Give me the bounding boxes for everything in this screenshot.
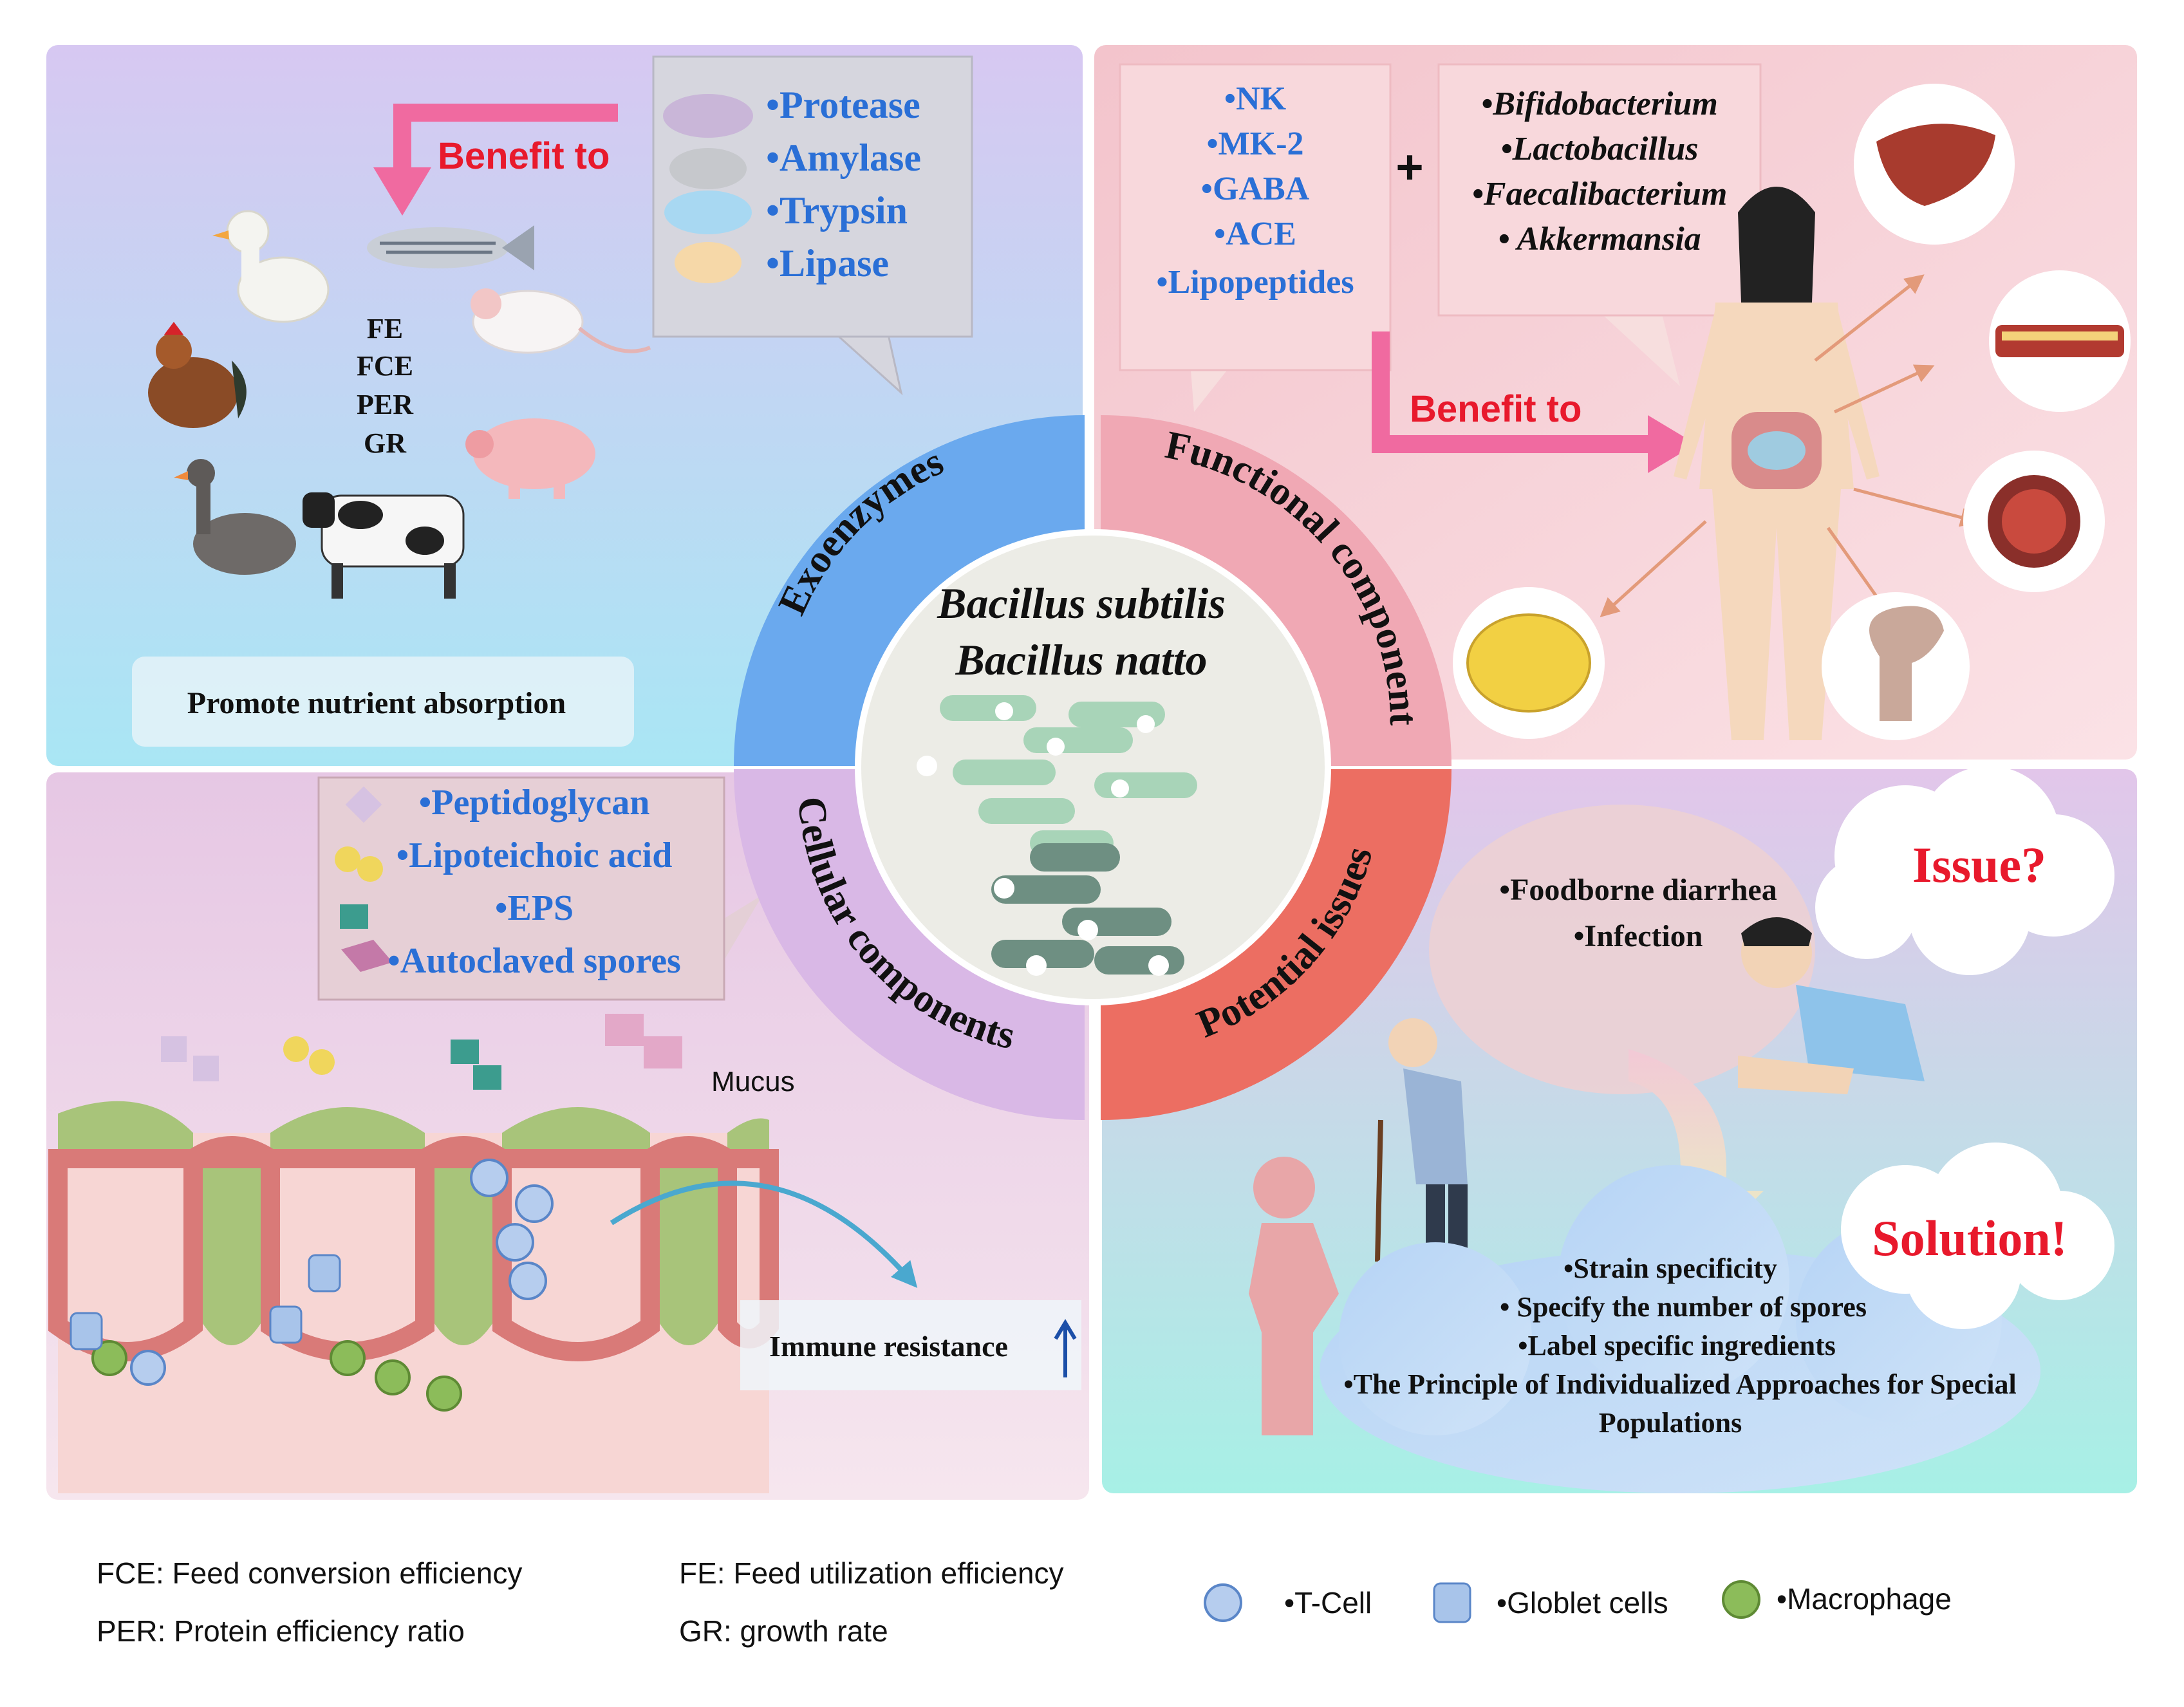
solution-spores: • Specify the number of spores	[1500, 1291, 1867, 1323]
enzyme-protease: •Protease	[766, 84, 920, 126]
solution-label-ingredients: •Label specific ingredients	[1518, 1330, 1836, 1361]
mucus-label: Mucus	[711, 1066, 795, 1097]
issue-infection: •Infection	[1574, 919, 1703, 953]
enzyme-amylase: •Amylase	[766, 136, 921, 179]
metric-fe: FE	[367, 313, 403, 344]
bact-bifidobacterium: •Bifidobacterium	[1481, 86, 1718, 122]
liver-icon	[1854, 84, 2015, 245]
t-cell-icon	[470, 1159, 509, 1197]
legend-fce: FCE: Feed conversion efficiency	[97, 1556, 522, 1590]
functional-callout	[1119, 63, 1392, 412]
immune-banner	[740, 1300, 1081, 1390]
legend-goblet-icon	[1433, 1582, 1471, 1623]
bact-faecalibacterium: •Faecalibacterium	[1472, 176, 1728, 212]
legend-t-cell: •T-Cell	[1284, 1586, 1372, 1619]
nutrient-banner	[132, 657, 634, 747]
sick-person-icon	[1738, 917, 1925, 1094]
cell-autoclaved: •Autoclaved spores	[387, 941, 681, 981]
spore-icon	[341, 940, 393, 972]
cell-eps: •EPS	[495, 888, 574, 928]
issue-bubble	[1429, 805, 1815, 1094]
fish-icon	[367, 225, 534, 270]
issue-diarrhea: •Foodborne diarrhea	[1499, 873, 1777, 907]
surface-molecules	[161, 1014, 682, 1090]
q1-benefit-label: Benefit to	[438, 135, 610, 177]
immune-arrow	[610, 1180, 918, 1289]
cell-lipoteichoic: •Lipoteichoic acid	[397, 835, 673, 875]
comp-lipopeptides: •Lipopeptides	[1156, 264, 1354, 301]
intestinal-villi	[48, 1101, 779, 1493]
pig-icon	[465, 418, 595, 499]
pregnant-woman-icon	[1249, 1157, 1339, 1435]
goblet-cell-icon	[308, 1254, 341, 1292]
cow-icon	[303, 492, 465, 599]
arrow-up-icon	[1054, 1319, 1077, 1377]
cell-peptidoglycan: •Peptidoglycan	[419, 783, 650, 823]
bone-icon	[1822, 592, 1970, 740]
comp-nk: •NK	[1224, 80, 1287, 117]
human-body-icon	[1674, 187, 1880, 740]
immune-cells	[70, 1159, 554, 1412]
blood-vessel-icon	[1989, 270, 2131, 412]
center-disc	[855, 529, 1331, 1005]
legend-macrophage: •Macrophage	[1777, 1582, 1952, 1616]
bacteria-cluster-light	[940, 695, 1197, 856]
legend-fe: FE: Feed utilization efficiency	[679, 1556, 1063, 1590]
solution-individualized: •The Principle of Individualized Approac…	[1343, 1368, 2016, 1400]
macrophage-icon	[91, 1340, 127, 1376]
issue-label: Issue?	[1912, 837, 2046, 893]
immune-banner-text: Immune resistance	[769, 1330, 1008, 1363]
legend-macrophage-icon	[1722, 1580, 1760, 1619]
enzyme-callout	[652, 55, 973, 396]
comp-ace: •ACE	[1214, 216, 1296, 252]
solution-label-cloud	[1841, 1143, 2114, 1329]
benefit-arrow-q2	[1372, 331, 1696, 473]
protease-icon	[663, 94, 753, 138]
metric-gr: GR	[364, 427, 407, 459]
metrics-list: FE FCE PER GR	[357, 313, 414, 459]
benefit-arrow-q1	[373, 104, 618, 216]
q2-benefit-label: Benefit to	[1410, 388, 1582, 430]
solution-strain: •Strain specificity	[1563, 1253, 1777, 1284]
enzyme-lipase: •Lipase	[766, 242, 889, 284]
comp-gaba: •GABA	[1201, 171, 1310, 207]
legend-per: PER: Protein efficiency ratio	[97, 1614, 465, 1648]
center-title-subtilis: Bacillus subtilis	[937, 579, 1226, 628]
peptidoglycan-icon	[345, 786, 382, 823]
solution-label: Solution!	[1872, 1210, 2067, 1266]
center-title-natto: Bacillus natto	[955, 635, 1207, 684]
bact-akkermansia: • Akkermansia	[1498, 221, 1701, 257]
trypsin-icon	[664, 191, 752, 234]
solution-populations: Populations	[1599, 1407, 1742, 1439]
eps-icon	[340, 904, 368, 929]
legend-gr: GR: growth rate	[679, 1614, 888, 1648]
issue-cloud	[1815, 766, 2114, 975]
rooster-icon	[148, 322, 247, 428]
lipoteichoic-icon	[335, 846, 360, 872]
bact-lactobacillus: •Lactobacillus	[1500, 131, 1698, 167]
metric-fce: FCE	[357, 350, 413, 382]
blood-cells-icon	[1963, 451, 2105, 592]
duck-icon	[212, 210, 330, 323]
legend-goblet: •Globlet cells	[1497, 1586, 1668, 1619]
plus-sign: +	[1395, 140, 1423, 194]
organ-arrows	[1600, 274, 1980, 640]
bacteria-callout	[1437, 63, 1762, 386]
cellular-callout	[317, 776, 763, 1001]
amylase-icon	[669, 148, 747, 189]
spore-dots	[917, 702, 1169, 976]
nutrient-banner-text: Promote nutrient absorption	[187, 686, 566, 720]
mouse-icon	[471, 288, 651, 354]
fat-cells-icon	[1453, 587, 1605, 739]
comp-mk2: •MK-2	[1206, 126, 1303, 162]
goose-icon	[174, 459, 296, 575]
legend-t-cell-icon	[1204, 1583, 1242, 1622]
metric-per: PER	[357, 389, 414, 420]
enzyme-trypsin: •Trypsin	[766, 189, 908, 232]
lipase-icon	[675, 242, 742, 283]
